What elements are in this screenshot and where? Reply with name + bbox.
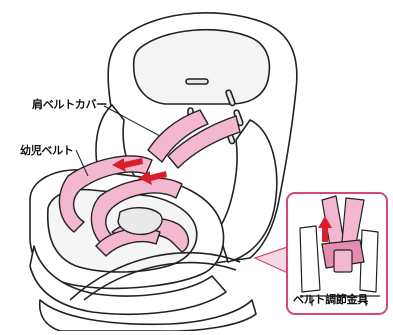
- inset-stand: [300, 295, 380, 306]
- label-shoulder-cover: 肩ベルトカバー: [32, 98, 107, 111]
- base-handle-inner: [83, 261, 237, 301]
- buckle: [117, 207, 163, 236]
- vent-1: [185, 78, 209, 85]
- belts: [58, 109, 241, 257]
- headrest: [132, 28, 271, 105]
- shoulder-cover-left: [147, 109, 209, 163]
- inset-shell: [299, 225, 321, 293]
- infant-belt-left: [58, 155, 153, 233]
- arrow-left-icon: [112, 158, 167, 185]
- inset-shell-right: [359, 229, 379, 293]
- arrow-left-icon: [138, 171, 167, 185]
- label-adjuster: ベルト調節金具: [293, 293, 368, 306]
- crotch-strap-2: [95, 227, 161, 257]
- base-stand: [38, 299, 257, 332]
- arrow-left-icon: [112, 158, 143, 172]
- label-infant-belt: 幼児ベルト: [20, 144, 74, 157]
- inset-pointer: [253, 245, 291, 275]
- inset-adjuster-plate: [333, 249, 353, 273]
- shoulder-cover-right: [167, 115, 241, 169]
- vent-2: [225, 89, 236, 107]
- base-handle: [69, 251, 241, 301]
- arrow-up-icon: [318, 216, 332, 242]
- side-wing-right: [217, 119, 278, 263]
- seat-front-lip: [29, 245, 227, 316]
- leader-shoulder-cover: [103, 105, 161, 137]
- leader-infant-belt: [75, 149, 89, 177]
- leader-lines: [75, 105, 161, 177]
- adjuster-inset: [253, 192, 388, 315]
